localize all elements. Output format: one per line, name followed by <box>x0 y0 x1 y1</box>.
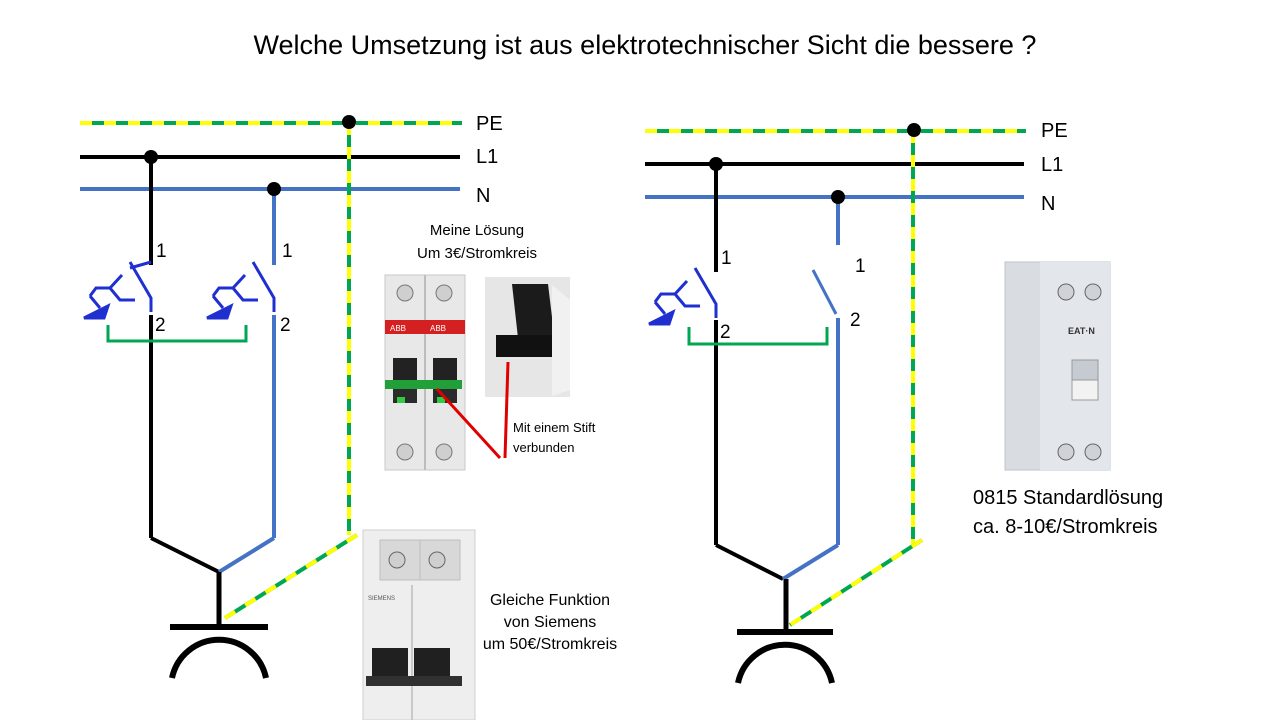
right-n-label: N <box>1041 193 1055 215</box>
standard-note-line1: 0815 Standardlösung <box>973 487 1163 509</box>
left-breaker-n-symbol <box>206 261 276 320</box>
eaton-brand: EAT·N <box>1068 326 1095 336</box>
right-pe-to-socket-stripes <box>788 538 924 627</box>
left-n-contact-bottom: 2 <box>280 315 291 336</box>
right-breaker-l1-symbol <box>648 267 718 326</box>
pin-closeup-image <box>485 277 570 397</box>
left-pe-to-socket-stripes <box>223 533 359 620</box>
pin-arrow-right <box>503 361 510 459</box>
right-pe-junction <box>907 123 921 137</box>
standard-note-line2: ca. 8-10€/Stromkreis <box>973 516 1158 538</box>
eaton-breaker-image: EAT·N <box>1004 261 1111 471</box>
left-pe-junction <box>342 115 356 129</box>
pin-note-line1: Mit einem Stift <box>513 420 596 435</box>
page-title: Welche Umsetzung ist aus elektrotechnisc… <box>254 30 1037 60</box>
right-l1-contact-bottom: 2 <box>720 322 731 343</box>
left-n-to-socket <box>217 536 276 574</box>
right-mechanical-bridge <box>687 327 829 346</box>
my-solution-line1: Meine Lösung <box>430 222 524 239</box>
left-socket-symbol <box>169 636 269 679</box>
right-l1-junction <box>709 157 723 171</box>
my-solution-line2: Um 3€/Stromkreis <box>417 245 537 262</box>
right-pe-label: PE <box>1041 120 1068 142</box>
right-n-contact-top: 1 <box>855 256 866 277</box>
siemens-note-line2: von Siemens <box>504 614 597 631</box>
left-mechanical-bridge <box>106 325 248 343</box>
right-l1-label: L1 <box>1041 154 1063 176</box>
right-n-switch-contact <box>811 269 838 315</box>
siemens-note-line1: Gleiche Funktion <box>490 592 610 609</box>
right-n-junction <box>831 190 845 204</box>
right-socket-symbol <box>735 641 835 684</box>
abb-breaker-image: ABB ABB <box>384 274 466 471</box>
left-circuit: PE L1 N 1 2 1 2 <box>80 113 503 679</box>
left-pe-label: PE <box>476 113 503 135</box>
left-l1-junction <box>144 150 158 164</box>
right-n-to-socket <box>781 543 840 581</box>
siemens-brand: SIEMENS <box>368 596 395 602</box>
abb-brand-right: ABB <box>430 324 446 333</box>
pin-note-line2: verbunden <box>513 440 574 455</box>
left-l1-contact-bottom: 2 <box>155 315 166 336</box>
left-breaker-l1-symbol <box>83 261 153 320</box>
left-l1-contact-top: 1 <box>156 241 167 262</box>
right-l1-contact-top: 1 <box>721 248 732 269</box>
right-l1-to-socket <box>715 543 784 581</box>
right-n-contact-bottom: 2 <box>850 310 861 331</box>
siemens-breaker-image: SIEMENS <box>362 529 476 720</box>
pin-arrow-left <box>435 387 502 460</box>
left-n-contact-top: 1 <box>282 241 293 262</box>
left-n-junction <box>267 182 281 196</box>
left-l1-label: L1 <box>476 146 498 168</box>
left-l1-to-socket <box>150 536 220 574</box>
left-n-label: N <box>476 185 490 207</box>
siemens-note-line3: um 50€/Stromkreis <box>483 636 617 653</box>
right-circuit: PE L1 N 1 2 1 2 <box>645 120 1068 684</box>
abb-brand-left: ABB <box>390 324 406 333</box>
